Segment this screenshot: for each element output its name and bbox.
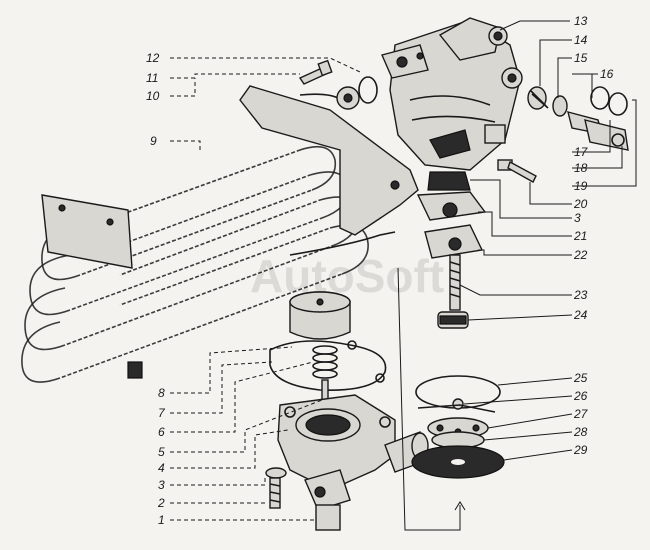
callout-21: 21 [573,229,587,243]
callout-4: 4 [158,461,165,475]
watermark: AutoSoft [250,250,444,302]
callout-14: 14 [574,33,588,47]
callout-3b: 3 [574,211,581,225]
callout-15: 15 [574,51,588,65]
callout-8: 8 [158,386,165,400]
callout-3: 3 [158,478,165,492]
callout-7: 7 [158,406,166,420]
leader-lines [170,20,637,531]
callout-29: 29 [573,443,588,457]
callout-17: 17 [574,145,589,159]
callout-labels: 12 11 10 9 13 14 15 16 17 18 19 20 3 21 … [146,14,614,527]
callout-19: 19 [574,179,588,193]
callout-25: 25 [573,371,588,385]
callout-24: 24 [573,308,588,322]
callout-22: 22 [573,248,588,262]
valve-body [381,17,523,171]
oring-19a [590,86,610,110]
callout-12: 12 [146,51,160,65]
callout-9: 9 [150,134,157,148]
valve-spool-parts [527,86,629,151]
ring-15 [552,95,568,117]
spring-6 [312,345,338,379]
callout-20: 20 [573,197,588,211]
callout-28: 28 [573,425,588,439]
callout-27: 27 [573,407,589,421]
spool-17 [584,119,629,151]
right-bracket [239,85,419,236]
callout-1: 1 [158,513,165,527]
gasket-12 [358,76,378,104]
bolt-11 [298,59,333,85]
callout-16: 16 [600,67,614,81]
callout-23: 23 [573,288,588,302]
callout-18: 18 [574,161,588,175]
diaphragm-assembly [411,375,505,479]
left-bracket [41,194,133,269]
callout-5: 5 [158,445,165,459]
callout-26: 26 [573,389,588,403]
coil-cooler [21,85,419,383]
callout-2: 2 [157,496,165,510]
filter-assembly [265,291,429,531]
adjusting-screw [437,254,469,329]
callout-6: 6 [158,425,165,439]
callout-11: 11 [146,71,158,85]
bolt-20 [497,159,537,183]
callout-10: 10 [146,89,160,103]
valve-lower-stack [416,171,487,259]
foot [127,361,143,379]
callout-13: 13 [574,14,588,28]
oring-19b [608,92,628,116]
snapring-18 [611,133,625,147]
nut-26 [452,398,464,410]
